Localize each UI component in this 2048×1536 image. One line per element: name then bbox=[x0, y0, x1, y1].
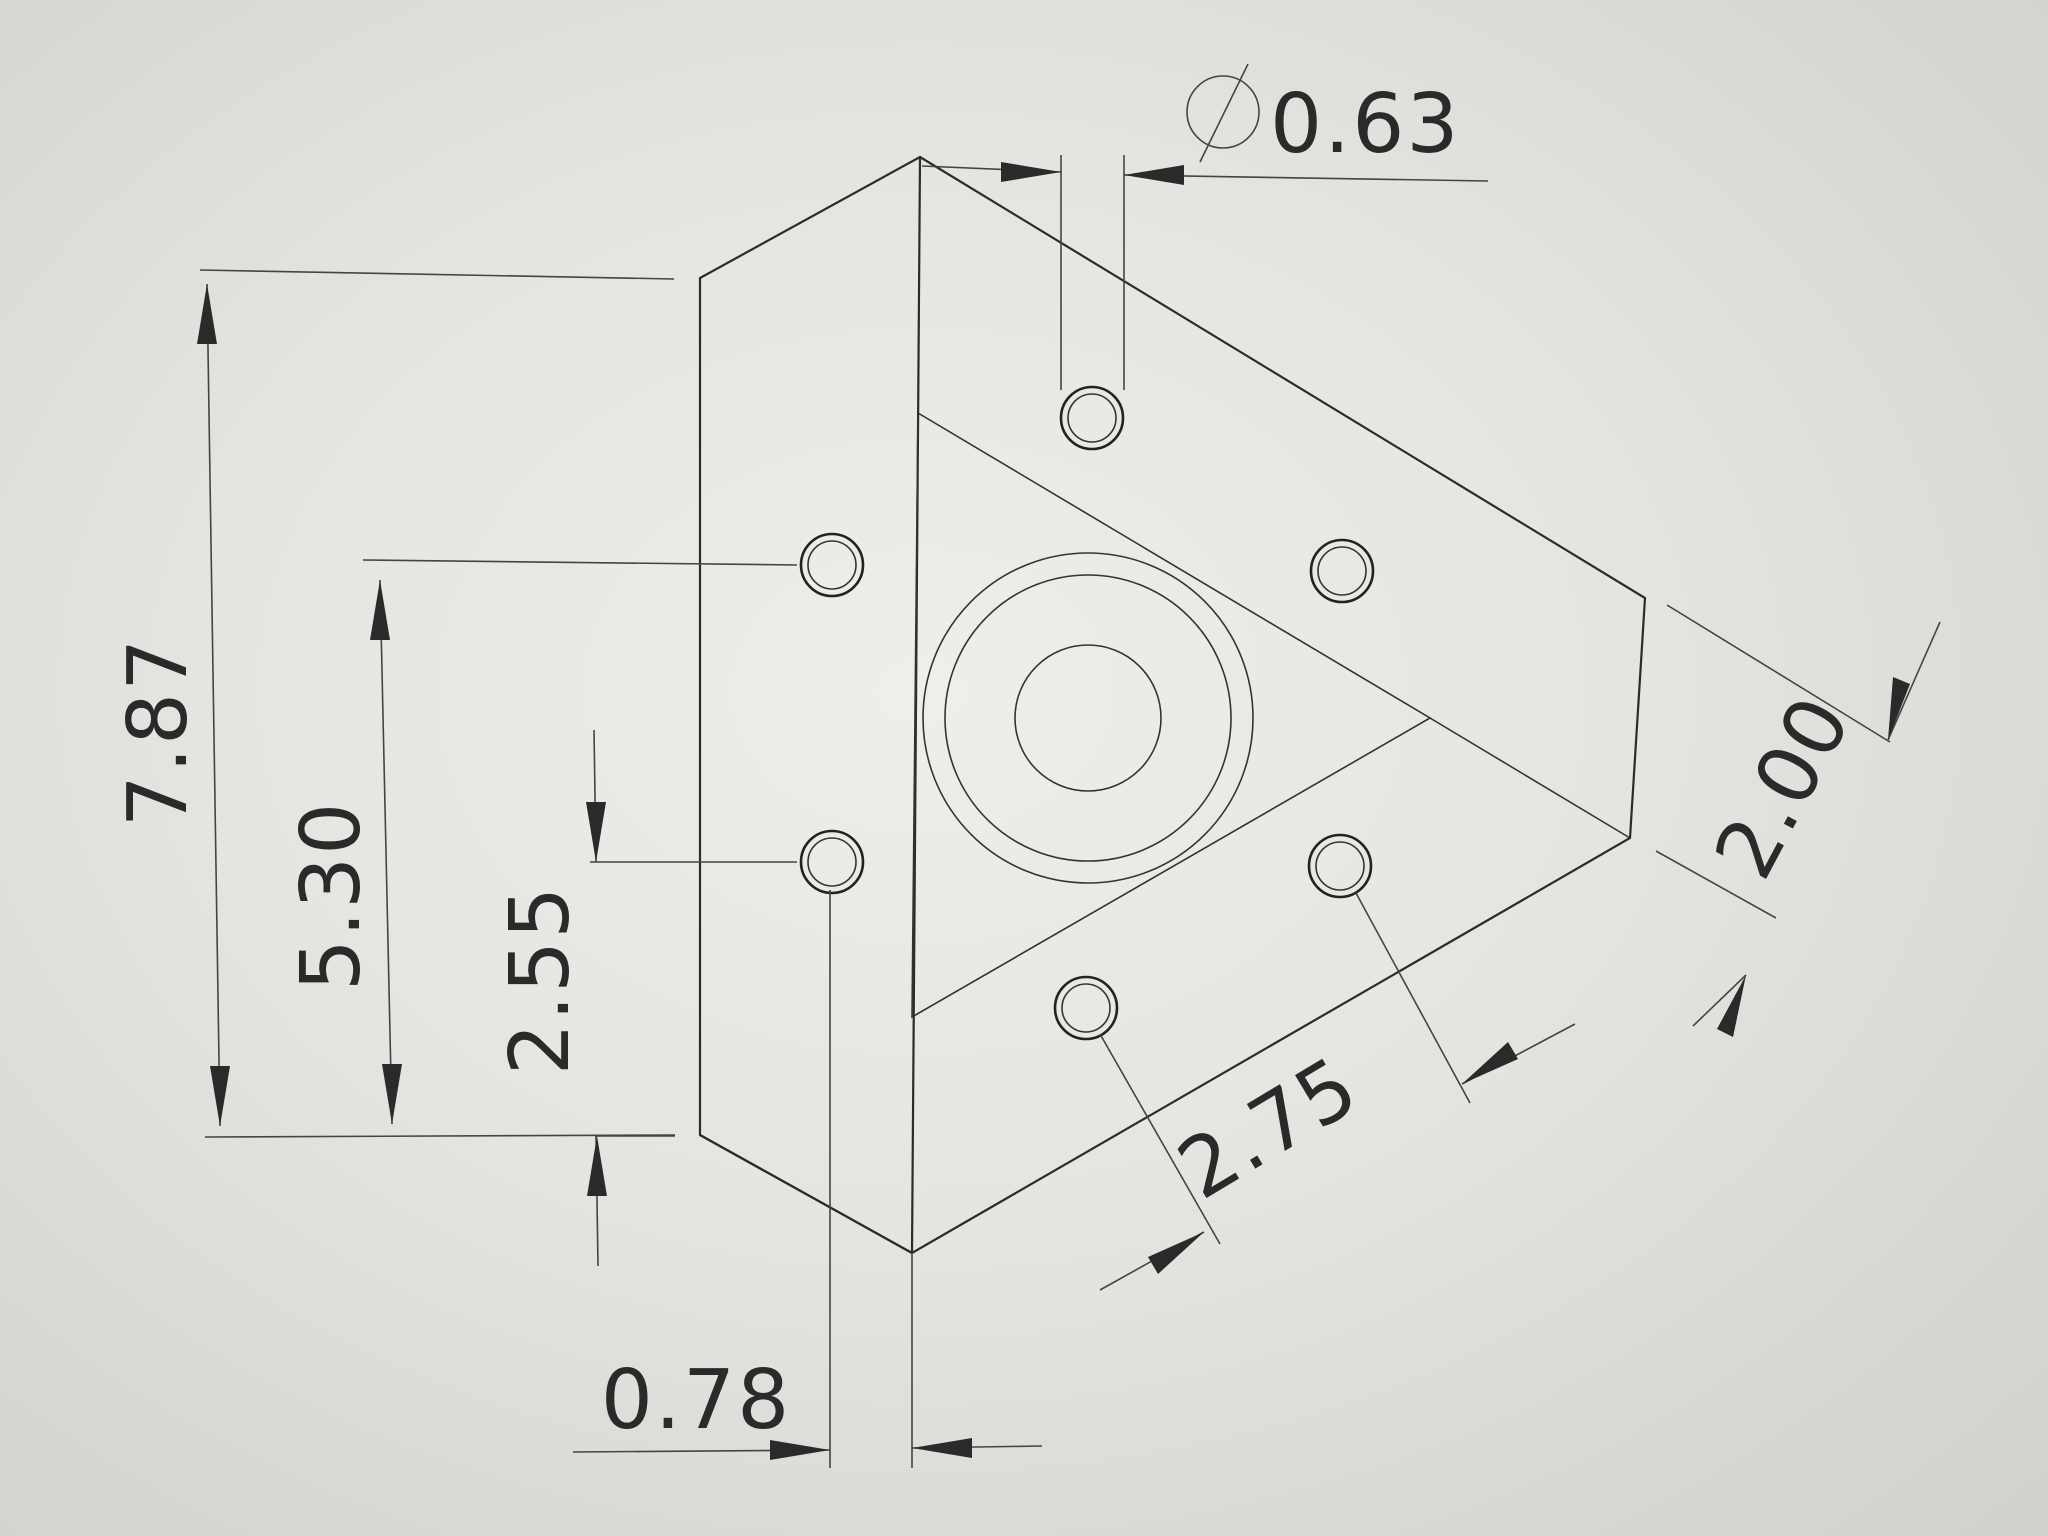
dim-hole-spacing-outer: 5.30 bbox=[284, 559, 798, 1125]
hole-left-lower bbox=[799, 829, 865, 895]
dim-label-hole-diameter: 0.63 bbox=[1270, 77, 1461, 172]
hole-bottom bbox=[1053, 975, 1119, 1041]
dim-hole-offset-edge: 0.78 bbox=[572, 890, 1043, 1468]
mounting-holes bbox=[799, 385, 1375, 1041]
dim-hole-spacing-diagonal: 2.75 bbox=[1099, 892, 1576, 1291]
dim-hole-diameter: 0.63 bbox=[921, 63, 1489, 390]
hole-left-upper bbox=[799, 532, 865, 598]
diameter-symbol-icon bbox=[1186, 63, 1260, 163]
part-outline bbox=[698, 155, 1647, 1255]
dim-label-overall-height: 7.87 bbox=[111, 637, 206, 828]
dim-face-width: 2.00 bbox=[1655, 604, 1941, 1037]
hole-right-lower bbox=[1307, 833, 1373, 899]
hole-top bbox=[1059, 385, 1125, 451]
center-bore bbox=[922, 552, 1254, 884]
dim-hole-offset-bottom: 2.55 bbox=[493, 729, 797, 1267]
dim-label-hole-spacing-diagonal: 2.75 bbox=[1163, 1039, 1375, 1219]
dim-label-hole-offset-bottom: 2.55 bbox=[493, 885, 588, 1076]
dim-overall-height: 7.87 bbox=[111, 269, 676, 1138]
dim-label-hole-offset-edge: 0.78 bbox=[601, 1353, 792, 1448]
dim-label-hole-spacing-outer: 5.30 bbox=[284, 801, 379, 992]
hole-right-upper bbox=[1309, 538, 1375, 604]
dim-label-face-width: 2.00 bbox=[1697, 681, 1870, 894]
